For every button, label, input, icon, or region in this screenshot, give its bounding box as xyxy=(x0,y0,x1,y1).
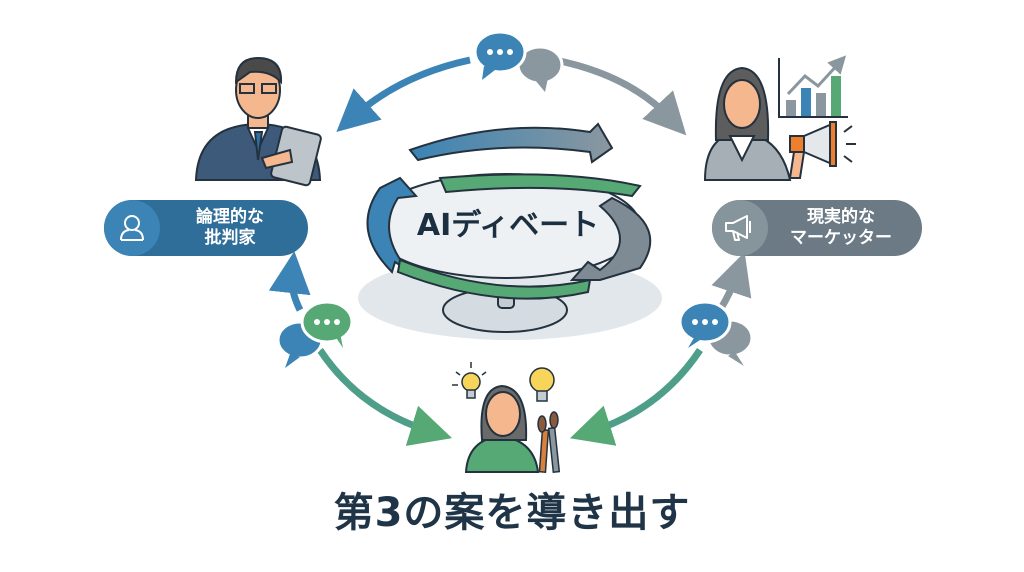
chat-bubbles-icon-right xyxy=(678,300,754,366)
top-exchange-arrow xyxy=(336,56,687,136)
megaphone-outline-icon xyxy=(712,200,768,256)
marketer-figure-icon xyxy=(703,66,792,181)
marketer-label-line2: マーケッター xyxy=(790,228,892,248)
megaphone-icon xyxy=(788,121,856,179)
chat-bubbles-icon-top xyxy=(473,30,564,92)
critic-figure-icon xyxy=(194,56,322,187)
creator-figure-icon xyxy=(464,384,540,473)
left-exchange-arrow xyxy=(268,251,453,446)
center-label: AIディベート xyxy=(416,208,600,243)
critic-role-badge: 論理的な 批判家 xyxy=(104,200,308,256)
critic-label-line2: 批判家 xyxy=(204,228,256,248)
paintbrush-icon xyxy=(537,411,561,474)
critic-label-line1: 論理的な xyxy=(196,207,264,227)
page-title: 第3の案を導き出す xyxy=(333,490,691,536)
cycle-arrows-icon xyxy=(366,122,652,300)
marketer-label-line1: 現実的な xyxy=(807,207,875,227)
growth-chart-icon xyxy=(778,55,848,118)
person-outline-icon xyxy=(104,200,160,256)
chat-bubbles-icon-left xyxy=(276,300,354,368)
marketer-role-badge: 現実的な マーケッター xyxy=(712,200,922,256)
lightbulb-icon xyxy=(452,362,555,402)
